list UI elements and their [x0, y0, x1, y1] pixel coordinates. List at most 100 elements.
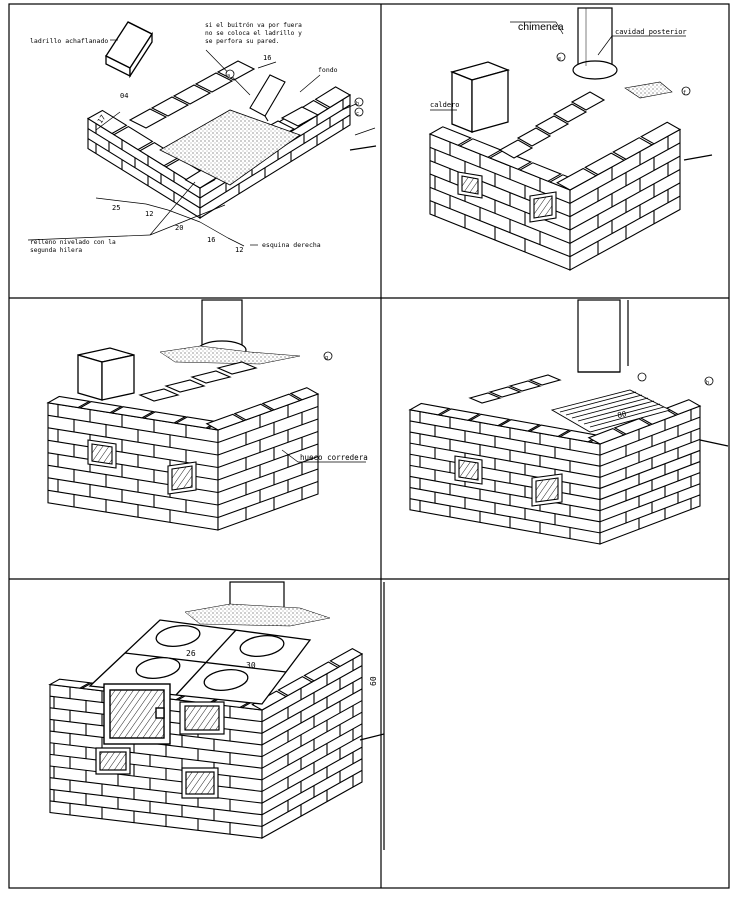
p4-course-right — [599, 416, 701, 456]
p2-cap-brick — [518, 162, 563, 182]
p1-dim-25: 25 — [112, 204, 120, 212]
p2-door-left — [457, 171, 483, 199]
p5-course-left — [49, 753, 263, 781]
p2-cap-brick — [488, 150, 533, 170]
p1-marker-b-label: b — [356, 101, 359, 107]
p5-course-right — [261, 734, 363, 792]
p4-course-right — [599, 438, 701, 478]
p3-inner-brick — [216, 361, 258, 375]
p4-course-left — [409, 453, 601, 489]
p1-marker-c-label: c — [356, 111, 359, 117]
p3-course-left — [47, 427, 219, 456]
p5-cap-brick — [251, 690, 288, 711]
p3-marker-g-label: g — [325, 355, 328, 361]
p3-cap-brick — [110, 406, 155, 419]
p3-cap-brick — [78, 401, 123, 414]
p5-course-right — [261, 723, 363, 781]
p5-course-right — [261, 700, 363, 758]
p1-course-left — [87, 128, 201, 199]
p1-course-left — [87, 138, 201, 209]
p3-marker-g — [323, 351, 333, 361]
p5-course-left — [49, 800, 263, 827]
p1-marker-c — [354, 107, 364, 117]
p1-label-back: fondo — [318, 66, 338, 74]
p3-cap-brick — [261, 393, 302, 411]
p4-course-right — [599, 427, 701, 467]
p2-wall-line — [683, 154, 713, 161]
p4-inner-brick — [488, 386, 522, 398]
p5-burner-4 — [203, 668, 249, 692]
p5-wall-lines — [359, 582, 385, 850]
p3-course-left — [47, 489, 219, 519]
p4-course-left — [409, 475, 601, 512]
p1-label-right-corner: esquina derecha — [262, 241, 321, 249]
p3-door-right — [167, 461, 197, 495]
p5-oven-door — [103, 683, 171, 745]
p5-course-right — [261, 665, 363, 723]
p2-cap-brick — [428, 126, 473, 146]
panel-2-boiler-and-chimney: e f chimenea cavidad posterior caldero — [428, 7, 713, 271]
p1-dim-12a: 12 — [145, 210, 153, 218]
panel-4-grate-course: h 80 — [408, 299, 729, 545]
p4-course-left — [409, 464, 601, 501]
p4-door-left — [454, 455, 483, 485]
p3-course-right — [217, 405, 319, 444]
p4-brickwork — [408, 374, 702, 545]
p4-cap-brick — [528, 424, 571, 438]
p3-leader-lines — [281, 449, 366, 463]
p1-flue-note-line3: se perfora su pared. — [205, 38, 280, 45]
p5-cap-brick — [277, 675, 314, 697]
p3-course-right — [217, 480, 319, 519]
p2-boiler-block — [449, 61, 511, 133]
p4-grate — [550, 389, 672, 433]
p2-fill-strip — [624, 81, 673, 99]
p1-marker-b — [354, 97, 364, 107]
p1-cap-brick — [314, 86, 352, 109]
p2-marker-f-label: f — [683, 90, 686, 96]
p1-cap-brick — [112, 125, 154, 151]
p4-dim-80: 80 — [617, 409, 628, 420]
p5-dim-30: 30 — [246, 661, 256, 670]
p2-cap-brick — [584, 152, 626, 176]
p1-dim-16b: 16 — [207, 236, 215, 244]
p1-course-right — [199, 114, 351, 209]
p1-inclined-brick — [249, 74, 286, 122]
p5-burner-1 — [155, 624, 201, 648]
p3-brickwork — [46, 361, 320, 531]
p3-inner-brick — [138, 388, 180, 402]
p2-label-boiler: caldero — [430, 101, 460, 109]
p1-fill-note-line2: segunda hilera — [30, 247, 82, 254]
p2-course-right — [569, 155, 681, 218]
p1-dim-20: 20 — [175, 224, 183, 232]
p1-flue-note-line1: si el buitrón va por fuera — [205, 21, 302, 29]
p2-cap-brick — [556, 167, 598, 191]
p3-cap-brick — [46, 395, 91, 409]
p1-dim-04: 04 — [120, 92, 128, 100]
panel-1-first-courses: a b c ladrillo achaflanado si el buitrón… — [27, 21, 377, 254]
p4-cap-brick — [498, 419, 541, 432]
p3-cap-brick — [142, 411, 187, 424]
p5-course-right — [261, 746, 363, 804]
p2-course-left — [429, 173, 571, 231]
p1-marker-a — [225, 69, 235, 79]
p2-course-left — [429, 200, 571, 258]
p4-course-right — [599, 494, 701, 534]
p3-course-right — [217, 430, 319, 469]
p1-beveled-brick — [105, 21, 153, 79]
p4-marker-h — [704, 376, 714, 386]
p2-cap-brick — [640, 121, 682, 145]
p1-dimension-lines — [27, 39, 376, 247]
p1-fill-note-line1: relleno nivelado con la — [30, 239, 116, 246]
p5-cap-brick — [303, 661, 340, 682]
p4-inner-brick — [528, 374, 562, 386]
panel-5-finished-stove: 26 30 60 — [48, 581, 385, 850]
p2-cap-brick — [612, 137, 654, 160]
p5-door-bottom-left — [95, 747, 131, 775]
p1-inner-brick — [280, 106, 320, 127]
p4-course-right — [599, 483, 701, 523]
p5-course-left — [49, 777, 263, 804]
p4-chimney-pipe — [577, 299, 621, 373]
p2-marker-e-label: e — [558, 56, 561, 62]
p3-inner-brick — [164, 379, 206, 393]
